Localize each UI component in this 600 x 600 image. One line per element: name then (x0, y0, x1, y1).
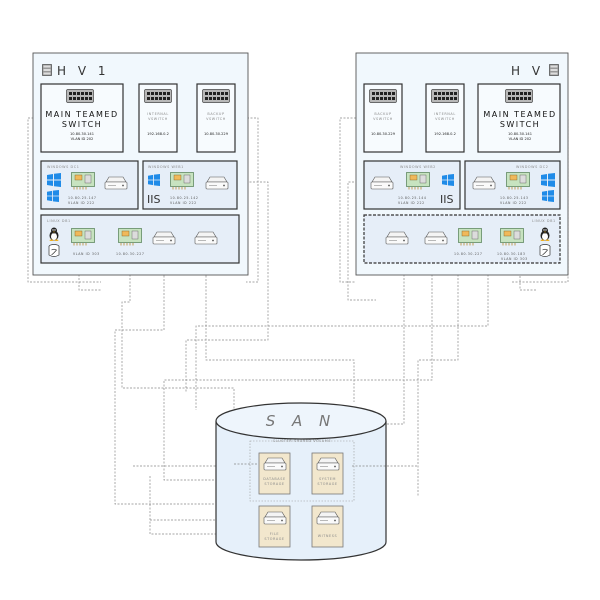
hv1-vm-dc-vlan: VLAN ID 222 (68, 201, 95, 205)
wire-hv2-dc-left (347, 181, 376, 301)
wire-hv1-bottom-1 (78, 250, 101, 291)
switch-icon (431, 89, 459, 103)
disk-drive-icon (205, 176, 229, 190)
disk-drive-icon (194, 231, 218, 245)
volume-system-line2: STORAGE (317, 482, 337, 486)
server-rack-icon (42, 64, 52, 76)
wire-hv2-linux-3 (417, 264, 459, 496)
hv1-vm-dc-ip: 10.80.25.147 (68, 196, 97, 200)
disk-drive-icon (263, 457, 287, 471)
hv2-vm-web-vlan: VLAN ID 222 (398, 201, 425, 205)
hv1-vm-web-vlan: VLAN ID 222 (170, 201, 197, 205)
disk-drive-icon (370, 176, 394, 190)
iis-icon: IIS (147, 193, 160, 206)
wire-hv1-db-3 (149, 476, 262, 535)
san-storage: S A N CLUSTER SHARED VOLUME DATABASE STO… (215, 402, 387, 561)
wire-hv1-nic2 (121, 250, 235, 464)
disk-drive-icon (316, 511, 340, 525)
hv2-main-switch-vlan: VLAN ID 202 (509, 137, 532, 141)
hv1-internal-vswitch-line1: INTERNAL (147, 112, 169, 116)
csv-label: CLUSTER SHARED VOLUME (273, 439, 331, 443)
wire-hv2-linux-2 (163, 264, 433, 481)
host-hv1-label: H V 1 (57, 64, 110, 78)
hv1-backup-vswitch-line1: BACKUP (207, 112, 224, 116)
volume-file-line2: STORAGE (264, 537, 284, 541)
disk-drive-icon (104, 176, 128, 190)
hv2-internal-vswitch-ip: 192.168.0.2 (434, 132, 456, 136)
hv1-backup-vswitch-line2: VSWITCH (206, 117, 226, 121)
server-rack-icon (549, 64, 559, 76)
wire-hv2-bottom (519, 262, 536, 291)
san-cylinder-top (215, 402, 387, 440)
hv2-backup-vswitch-line2: VSWITCH (373, 117, 393, 121)
hv2-internal-vswitch-line1: INTERNAL (434, 112, 456, 116)
hv1-vm-linux-nic2: 10.80.30.227 (116, 252, 145, 256)
hv1-main-switch-title-2: SWITCH (62, 120, 102, 129)
hv2-vm-dc-vlan: VLAN ID 222 (500, 201, 527, 205)
san-label: S A N (266, 412, 337, 430)
volume-file-line1: FILE (270, 532, 279, 536)
wire-hv2-left (339, 117, 370, 283)
volume-database-line1: DATABASE (263, 477, 285, 481)
hv1-main-switch-ip: 10.80.30.141 (70, 132, 94, 136)
hv2-vm-web-title: WINDOWS WEB2 (400, 165, 436, 169)
volume-system-line1: SYSTEM (319, 477, 336, 481)
hv2-vm-linux-title: LINUX DB1 (532, 219, 556, 223)
hv1-vm-linux-title: LINUX DB1 (47, 219, 71, 223)
host-hv1: H V 1 MAIN TEAMED SWITCH 10.80.30.141 VL… (32, 52, 249, 276)
hv2-main-switch-title-2: SWITCH (500, 120, 540, 129)
hv2-backup-vswitch-ip: 10.80.30.229 (371, 132, 396, 136)
disk-drive-icon (316, 457, 340, 471)
hv1-internal-vswitch-ip: 192.168.0.2 (147, 132, 169, 136)
sql-database-icon (539, 244, 551, 257)
host-hv2-label: H V 2 (511, 64, 564, 78)
switch-icon (369, 89, 397, 103)
hv1-backup-vswitch-ip: 10.80.30.229 (204, 132, 229, 136)
hv1-vm-dc-title: WINDOWS DC1 (47, 165, 80, 169)
disk-drive-icon (152, 231, 176, 245)
disk-drive-icon (424, 231, 448, 245)
wire-hv1-disk1 (114, 244, 258, 505)
volume-database-line2: STORAGE (264, 482, 284, 486)
disk-drive-icon (472, 176, 496, 190)
hv2-internal-vswitch-line2: VSWITCH (435, 117, 455, 121)
switch-icon (66, 89, 94, 103)
switch-icon (202, 89, 230, 103)
iis-icon: IIS (440, 193, 453, 206)
hv2-vm-linux-nic1: 10.80.30.227 (454, 252, 483, 256)
switch-icon (505, 89, 533, 103)
csv-frame (249, 440, 355, 502)
hv2-vm-linux-nic2: 10.80.30.183 (497, 252, 526, 256)
hv2-vm-dc-title: WINDOWS DC2 (516, 165, 549, 169)
hv1-vm-linux-nic1: VLAN ID 303 (73, 252, 100, 256)
switch-icon (144, 89, 172, 103)
san-cylinder-body (215, 421, 387, 561)
hv2-main-switch-title-1: MAIN TEAMED (483, 110, 556, 119)
hv1-main-switch-title-1: MAIN TEAMED (45, 110, 118, 119)
wire-hv2-linux-4 (195, 264, 489, 410)
disk-drive-icon (263, 511, 287, 525)
sql-database-icon (48, 244, 60, 257)
hv2-vm-linux-nic3: VLAN ID 303 (501, 257, 528, 261)
volume-witness-line1: WITNESS (318, 534, 338, 538)
hv2-vm-web-ip: 10.80.25.144 (398, 196, 427, 200)
host-hv2: H V 2 BACKUP VSWITCH 10.80.30.229 INTERN… (355, 52, 569, 276)
hv2-main-switch-ip: 10.80.30.141 (508, 132, 532, 136)
hv2-vm-dc-ip: 10.80.25.143 (500, 196, 529, 200)
network-wires (27, 117, 569, 535)
hv1-vm-web-ip: 10.80.25.142 (170, 196, 199, 200)
hv1-vm-web-title: WINDOWS WEB1 (148, 165, 184, 169)
wire-hv1-disk2 (205, 244, 355, 402)
hv1-internal-vswitch-line2: VSWITCH (148, 117, 168, 121)
disk-drive-icon (385, 231, 409, 245)
hv1-main-switch-vlan: VLAN ID 202 (71, 137, 94, 141)
hv2-backup-vswitch-line1: BACKUP (374, 112, 391, 116)
wire-hv1-web-right (185, 181, 269, 392)
